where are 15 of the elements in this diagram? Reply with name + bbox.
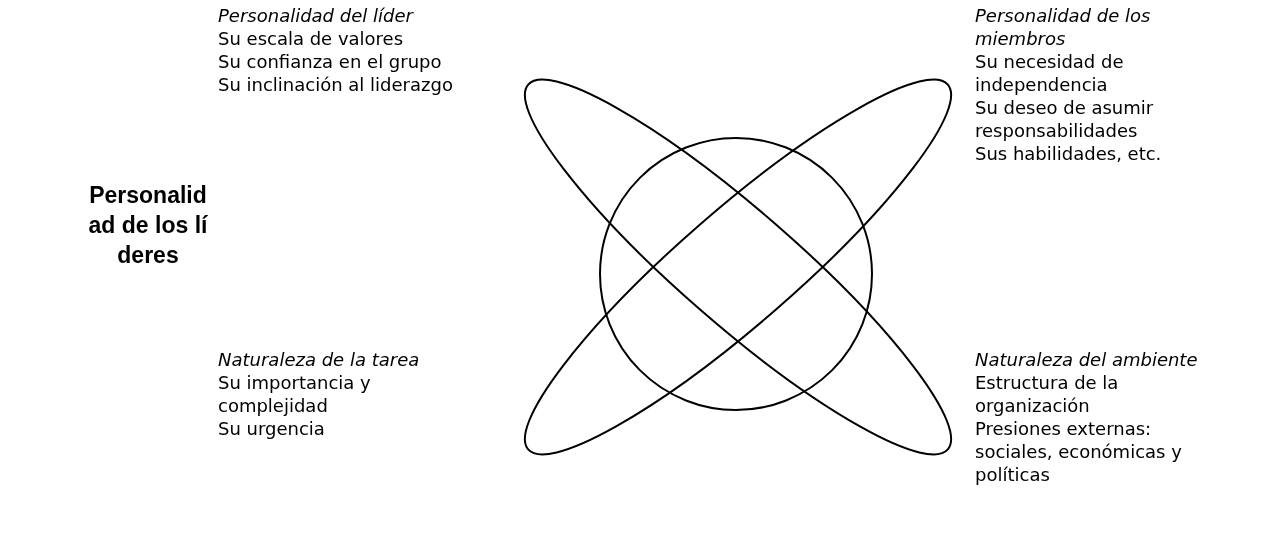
category-heading: Naturaleza del ambiente <box>975 348 1199 371</box>
category-heading: Personalidad del líder <box>218 4 415 27</box>
factor-text: Su necesidad de independencia <box>975 50 1125 96</box>
factor-text: Su inclinación al liderazgo <box>218 73 453 96</box>
factor-text: Estructura de la organización <box>975 371 1120 417</box>
factor-text: Su deseo de asumir responsabilidades <box>975 96 1155 142</box>
factor-text: Su importancia y complejidad <box>218 371 372 417</box>
factor-text: Presiones externas: sociales, económicas y políticas <box>975 417 1183 486</box>
factor-text: Su escala de valores <box>218 27 405 50</box>
factor-text: Su urgencia <box>218 417 326 440</box>
category-heading: Naturaleza de la tarea <box>218 348 421 371</box>
factor-text: Sus habilidades, etc. <box>975 142 1163 165</box>
factor-text: Su confianza en el grupo <box>218 50 443 73</box>
side-heading: Personalidad de los líderes <box>88 181 208 270</box>
category-heading: Personalidad de los miembros <box>975 4 1152 50</box>
